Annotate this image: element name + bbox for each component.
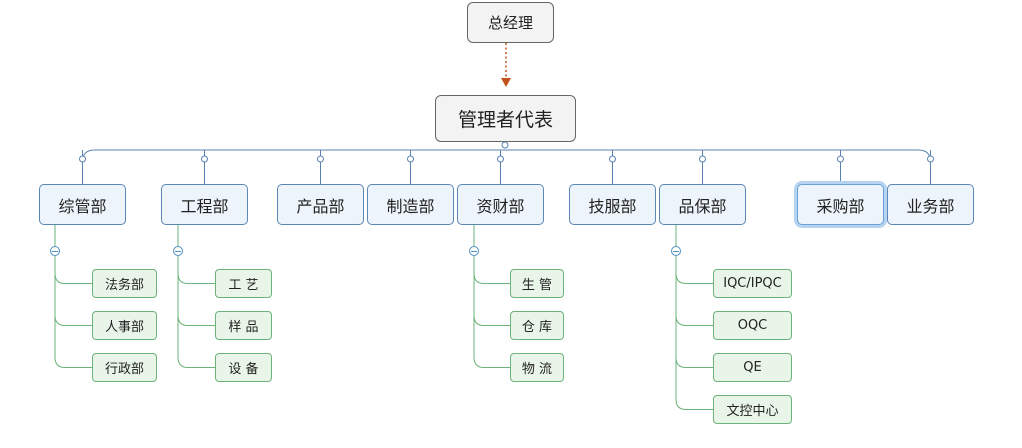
connector-sub-trunk-dept-materials bbox=[473, 256, 510, 368]
connector-sub-trunk-dept-general-admin bbox=[54, 256, 92, 368]
sub-item-dept-general-admin-2[interactable]: 行政部 bbox=[92, 353, 157, 382]
sub-item-dept-quality-0[interactable]: IQC/IPQC bbox=[713, 269, 792, 298]
connector-dot-dept-tech-service bbox=[609, 155, 616, 163]
connector-dot-dept-business bbox=[927, 155, 934, 163]
sub-item-dept-materials-1[interactable]: 仓 库 bbox=[510, 311, 564, 340]
connector-sub-branch-dept-general-admin-1 bbox=[54, 315, 92, 326]
dept-general-admin[interactable]: 综管部 bbox=[39, 184, 126, 225]
dept-quality[interactable]: 品保部 bbox=[659, 184, 746, 225]
dept-engineering[interactable]: 工程部 bbox=[161, 184, 248, 225]
connector-sub-branch-dept-engineering-0 bbox=[177, 273, 215, 284]
connector-sub-branch-dept-general-admin-0 bbox=[54, 273, 92, 284]
sub-item-dept-materials-2[interactable]: 物 流 bbox=[510, 353, 564, 382]
dept-business[interactable]: 业务部 bbox=[887, 184, 974, 225]
connector-sub-branch-dept-quality-2 bbox=[675, 357, 713, 368]
dept-tech-service[interactable]: 技服部 bbox=[569, 184, 656, 225]
connector-dot-dept-purchasing bbox=[837, 155, 844, 163]
minus-icon bbox=[471, 250, 477, 252]
sub-item-dept-quality-1[interactable]: OQC bbox=[713, 311, 792, 340]
connector-sub-branch-dept-engineering-1 bbox=[177, 315, 215, 326]
sub-item-dept-quality-2[interactable]: QE bbox=[713, 353, 792, 382]
connector-sub-trunk-dept-engineering bbox=[177, 256, 215, 368]
connector-department-bus bbox=[82, 149, 931, 163]
sub-item-dept-engineering-0[interactable]: 工 艺 bbox=[215, 269, 272, 298]
sub-item-dept-engineering-2[interactable]: 设 备 bbox=[215, 353, 272, 382]
connector-dot-dept-materials bbox=[497, 155, 504, 163]
dept-product[interactable]: 产品部 bbox=[277, 184, 364, 225]
connector-sub-branch-dept-materials-1 bbox=[473, 315, 510, 326]
management-representative-node[interactable]: 管理者代表 bbox=[435, 95, 576, 142]
collapse-toggle-dept-quality[interactable] bbox=[671, 246, 681, 256]
dept-manufacturing[interactable]: 制造部 bbox=[367, 184, 454, 225]
minus-icon bbox=[175, 250, 181, 252]
collapse-toggle-dept-engineering[interactable] bbox=[173, 246, 183, 256]
sub-item-dept-general-admin-0[interactable]: 法务部 bbox=[92, 269, 157, 298]
minus-icon bbox=[52, 250, 58, 252]
connector-sub-branch-dept-quality-1 bbox=[675, 315, 713, 326]
connector-dot-dept-product bbox=[317, 155, 324, 163]
dept-purchasing[interactable]: 采购部 bbox=[797, 184, 884, 225]
sub-item-dept-engineering-1[interactable]: 样 品 bbox=[215, 311, 272, 340]
connector-sub-branch-dept-quality-0 bbox=[675, 273, 713, 284]
minus-icon bbox=[673, 250, 679, 252]
connector-sub-trunk-dept-quality bbox=[675, 256, 713, 410]
dept-materials[interactable]: 资财部 bbox=[457, 184, 544, 225]
connector-sub-branch-dept-materials-0 bbox=[473, 273, 510, 284]
connector-dot-dept-general-admin bbox=[79, 155, 86, 163]
collapse-toggle-dept-materials[interactable] bbox=[469, 246, 479, 256]
connector-dot-dept-quality bbox=[699, 155, 706, 163]
general-manager-node[interactable]: 总经理 bbox=[467, 2, 554, 43]
sub-item-dept-quality-3[interactable]: 文控中心 bbox=[713, 395, 792, 424]
sub-item-dept-general-admin-1[interactable]: 人事部 bbox=[92, 311, 157, 340]
connector-dot-dept-manufacturing bbox=[407, 155, 414, 163]
sub-item-dept-materials-0[interactable]: 生 管 bbox=[510, 269, 564, 298]
collapse-toggle-dept-general-admin[interactable] bbox=[50, 246, 60, 256]
connector-dot-dept-engineering bbox=[201, 155, 208, 163]
connector-rep-dot bbox=[501, 141, 509, 149]
